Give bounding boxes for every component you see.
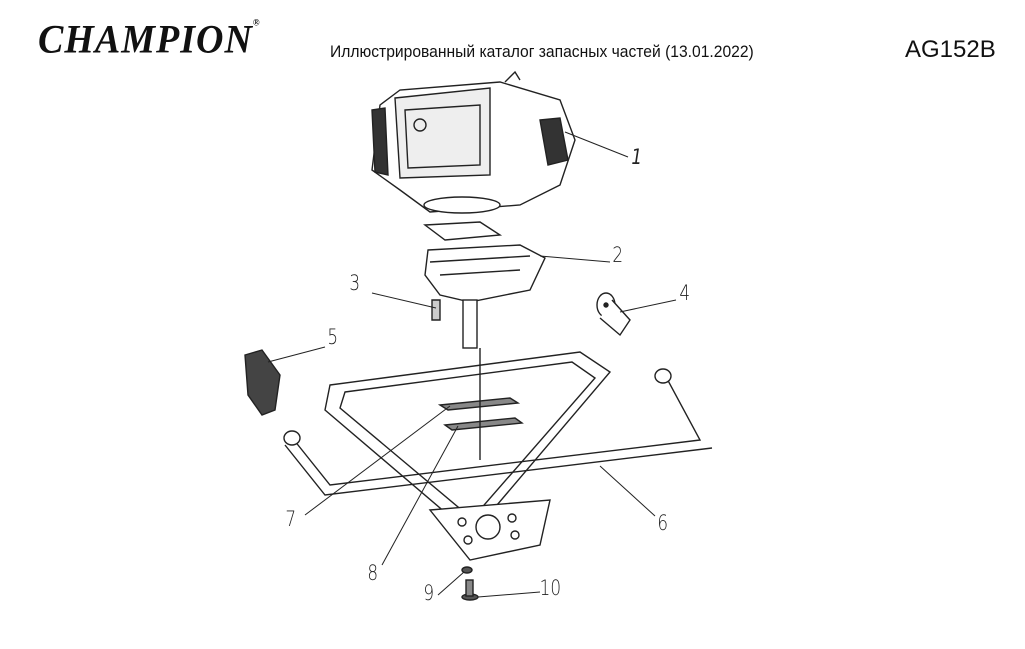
frame-part-6 [283,351,713,561]
throttle-grip-part-5 [244,349,281,416]
clutch-housing-part-2 [423,221,546,349]
gasket-part-7 [437,397,521,411]
brand-logo: CHAMPION® [38,16,261,63]
handle-grip-part-4 [596,292,631,337]
callout-3: 3 [349,271,361,295]
bolt-part-10 [461,579,479,601]
callout-1: 1 [631,145,643,169]
callout-5: 5 [327,325,339,349]
callout-4: 4 [679,281,691,305]
callout-8: 8 [367,561,379,585]
leader-lines [267,131,677,598]
engine-part-1 [371,70,576,214]
catalog-title: Иллюстрированный каталог запасных частей… [330,42,754,61]
callout-10: 10 [539,576,562,600]
callout-9: 9 [423,581,435,605]
washer-part-9 [461,566,473,574]
callout-2: 2 [612,243,624,267]
model-number: AG152B [905,36,996,63]
callout-7: 7 [285,507,297,531]
bolt-part-3 [431,299,441,321]
gasket-part-8 [443,417,524,431]
callout-6: 6 [657,511,669,535]
